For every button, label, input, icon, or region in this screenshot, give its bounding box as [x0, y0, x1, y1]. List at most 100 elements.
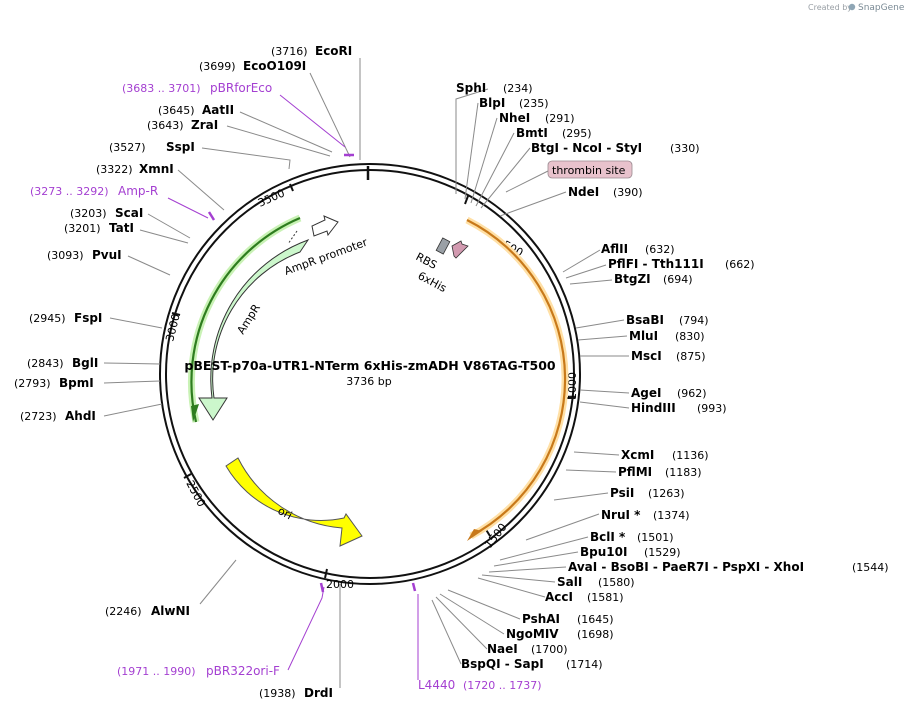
leader-fspi [109, 317, 163, 329]
enzyme-name: AccI [545, 590, 573, 604]
enzyme-pos: (3645) [158, 104, 195, 117]
leader-acci [477, 577, 546, 598]
plasmid-size: 3736 bp [346, 375, 391, 388]
credit-text: Created by [808, 3, 852, 12]
enzyme-pos: (390) [613, 186, 643, 199]
enzyme-name: BsaBI [626, 313, 664, 327]
enzyme-name: DrdI [304, 686, 333, 700]
enzyme-name: AlwNI [151, 604, 190, 618]
credit-brand: SnapGene [858, 3, 905, 13]
enzyme-name: SspI [166, 140, 195, 154]
enzyme-name: BspQI - SapI [461, 657, 544, 671]
enzyme-pos: (1374) [653, 509, 690, 522]
enzyme-pos: (694) [663, 273, 693, 286]
ampr-arrow [198, 239, 310, 421]
tick-label-3000: 3000 [163, 312, 182, 342]
leader-tati [139, 229, 189, 244]
enzyme-pos: (235) [519, 97, 549, 110]
thrombin-leader [505, 170, 549, 193]
enzyme-labels-left: (3716) EcoRI (3699) EcoO109I (3645) AatI… [14, 44, 352, 700]
rbs-box [435, 237, 451, 255]
enzyme-name: AatII [202, 103, 234, 117]
primer-labels: (3683 .. 3701) pBRforEco (3273 .. 3292) … [30, 81, 542, 692]
ori-arrow [225, 457, 363, 547]
enzyme-pos: (3093) [47, 249, 84, 262]
enzyme-name: MscI [631, 349, 662, 363]
leader-naei [435, 596, 488, 650]
thrombin-badge [547, 160, 633, 179]
leader-bsabi [575, 319, 625, 329]
enzyme-pos: (962) [677, 387, 707, 400]
enzyme-name: BtgI - NcoI - StyI [531, 141, 642, 155]
leader-aatii [239, 111, 333, 153]
rbs-his-features: RBS 6xHis [414, 237, 469, 295]
rbs-label: RBS [414, 250, 440, 272]
primer-name: Amp-R [118, 184, 158, 198]
leader-sali [481, 574, 556, 583]
leader-pshai [447, 589, 521, 620]
enzyme-pos: (1544) [852, 561, 889, 574]
enzyme-pos: (2843) [27, 357, 64, 370]
enzyme-pos: (2246) [105, 605, 142, 618]
backbone-inner [165, 169, 575, 579]
enzyme-name: XcmI [621, 448, 654, 462]
primer-mark-ampr [207, 211, 216, 221]
leader-psii [553, 492, 609, 501]
enzyme-pos: (830) [675, 330, 705, 343]
ampr-feature: AmpR [198, 230, 310, 421]
ampr-dashed [287, 230, 298, 245]
primer-markers [167, 94, 419, 680]
leader-pbr322ori [287, 586, 325, 671]
leader-hindiii [579, 401, 630, 409]
leader-ngomiv [439, 593, 505, 635]
snapgene-credit: Created by SnapGene [808, 3, 905, 13]
ampr-arc [187, 214, 302, 423]
enzyme-pos: (3527) [109, 141, 146, 154]
leader-xmni [177, 169, 225, 211]
enzyme-name: SphI [456, 81, 486, 95]
leader-alwni [199, 559, 237, 605]
tick-mark [183, 473, 192, 479]
primer-range: (3683 .. 3701) [122, 82, 201, 95]
leader-zrai [226, 125, 331, 157]
his-label: 6xHis [416, 269, 449, 295]
primer-name: pBRforEco [210, 81, 272, 95]
leader-bmti [475, 132, 515, 207]
leader-nrui [525, 513, 600, 541]
enzyme-pos: (1580) [598, 576, 635, 589]
enzyme-name: TatI [109, 221, 134, 235]
leader-blpi [464, 102, 479, 200]
enzyme-pos: (234) [503, 82, 533, 95]
enzyme-pos: (330) [670, 142, 700, 155]
leader-pbrforeco [279, 94, 346, 148]
his-tag-arrow [451, 240, 469, 259]
cds-arc-arrowhead [467, 529, 482, 541]
leader-sphi [455, 88, 489, 194]
enzyme-pos: (3203) [70, 207, 107, 220]
ori-feature: ori [225, 457, 363, 547]
enzyme-name: BmtI [516, 126, 548, 140]
enzyme-pos: (3699) [199, 60, 236, 73]
enzyme-name: AhdI [65, 409, 96, 423]
leader-ndei [499, 191, 567, 217]
leader-pvui [127, 255, 171, 276]
enzyme-pos: (1136) [672, 449, 709, 462]
enzyme-pos: (3201) [64, 222, 101, 235]
tick-label-1000: 1000 [566, 372, 579, 400]
enzyme-pos: (291) [545, 112, 575, 125]
tick-label-3500: 3500 [256, 186, 287, 209]
leader-bspqi [431, 599, 462, 665]
enzyme-name: MluI [629, 329, 658, 343]
enzyme-name: BpmI [59, 376, 94, 390]
enzyme-name: AgeI [631, 386, 661, 400]
leader-mlui [577, 335, 628, 341]
enzyme-name: NaeI [487, 642, 518, 656]
tick-mark [171, 312, 181, 316]
enzyme-name: ScaI [115, 206, 143, 220]
enzyme-pos: (1581) [587, 591, 624, 604]
tick-mark [464, 195, 469, 205]
enzyme-pos: (1700) [531, 643, 568, 656]
enzyme-name: AflII [601, 242, 628, 256]
snapgene-logo-icon [848, 3, 856, 11]
